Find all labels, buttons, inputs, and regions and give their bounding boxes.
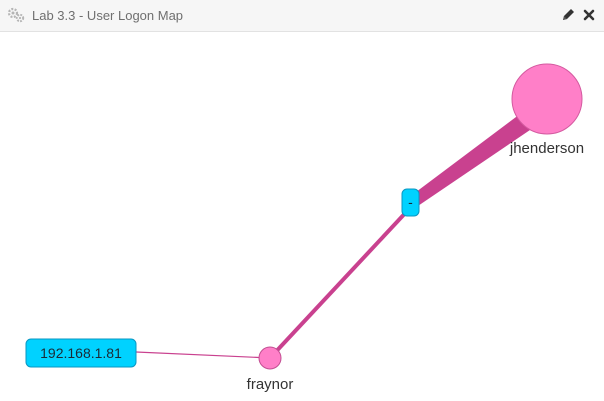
node-label: jhenderson <box>509 140 584 157</box>
node-dash[interactable]: - <box>401 188 420 217</box>
node-ip[interactable]: 192.168.1.81 <box>25 338 137 368</box>
node-label: 192.168.1.81 <box>40 345 122 361</box>
edge-ip-fraynor <box>135 351 271 359</box>
node-box[interactable] <box>401 188 420 217</box>
close-icon[interactable] <box>581 6 597 24</box>
node-box[interactable] <box>25 338 137 368</box>
panel-header: Lab 3.3 - User Logon Map <box>0 0 604 32</box>
node-fraynor[interactable]: fraynor <box>247 346 294 393</box>
edge-dash-fraynor <box>268 206 412 360</box>
pencil-icon[interactable] <box>560 6 576 24</box>
node-circle[interactable] <box>258 346 282 370</box>
edge-dash-jhenderson <box>408 114 530 210</box>
logon-map-graph: jhenderson fraynor - 192.168.1.81 <box>25 63 584 393</box>
node-circle[interactable] <box>511 63 583 135</box>
gears-icon <box>7 7 25 23</box>
panel-title: Lab 3.3 - User Logon Map <box>32 8 184 23</box>
node-jhenderson[interactable]: jhenderson <box>509 63 584 157</box>
node-label: - <box>408 194 413 210</box>
node-label: fraynor <box>247 376 294 393</box>
